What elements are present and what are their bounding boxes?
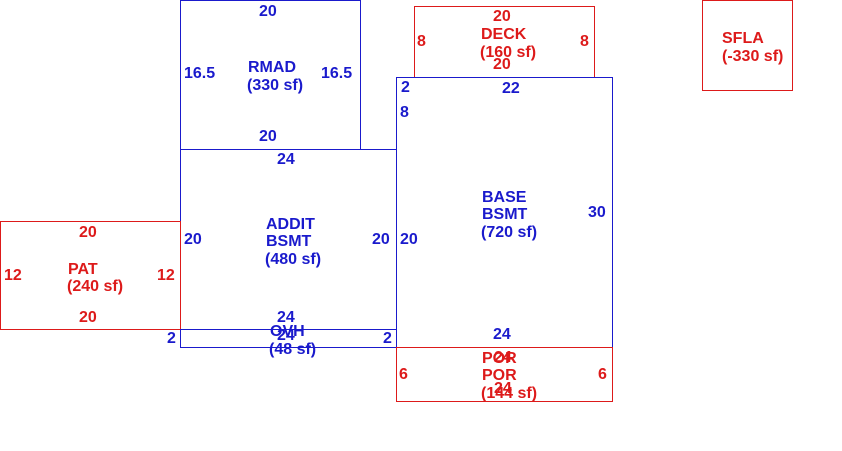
ovh-outline (180, 329, 397, 348)
por-dim-right: 6 (598, 366, 607, 383)
pat-dim-bottom: 20 (79, 309, 97, 326)
por-name-line2: POR (482, 367, 517, 384)
addit-dim-left: 20 (184, 231, 202, 248)
por-name-line1: POR (482, 350, 517, 367)
por-dim-left: 6 (399, 366, 408, 383)
ovh-dim-left: 2 (167, 330, 176, 347)
ovh-area: (48 sf) (269, 341, 317, 358)
rmad-dim-right: 16.5 (321, 65, 353, 82)
sfla-name: SFLA (722, 30, 764, 47)
base-dim-top-left: 2 (401, 79, 410, 96)
por-dim-top: 24 (494, 349, 512, 366)
deck-area: (160 sf) (480, 44, 537, 61)
por-outline (396, 347, 613, 402)
sfla-outline (702, 0, 793, 91)
rmad-area: (330 sf) (247, 77, 304, 94)
deck-dim-left: 8 (417, 33, 426, 50)
ovh-dim-right: 2 (383, 330, 392, 347)
deck-dim-bottom: 20 (493, 56, 511, 73)
base-dim-bottom: 24 (493, 326, 511, 343)
deck-dim-top: 20 (493, 8, 511, 25)
deck-name: DECK (481, 26, 527, 43)
base-area: (720 sf) (481, 224, 538, 241)
base-dim-right: 30 (588, 204, 606, 221)
addit-name-line2: BSMT (266, 233, 312, 250)
base-name-line1: BASE (482, 189, 527, 206)
pat-outline (0, 221, 181, 330)
rmad-dim-top: 20 (259, 3, 277, 20)
ovh-dim-top: 24 (277, 327, 295, 344)
addit-area: (480 sf) (265, 251, 322, 268)
por-area: (144 sf) (481, 385, 538, 402)
rmad-dim-bottom: 20 (259, 128, 277, 145)
por-dim-bottom: 24 (494, 380, 512, 397)
pat-area: (240 sf) (67, 278, 124, 295)
base-dim-left: 20 (400, 231, 418, 248)
deck-dim-right: 8 (580, 33, 589, 50)
sfla-area: (-330 sf) (722, 48, 784, 65)
base-dim-side-left: 8 (400, 104, 409, 121)
ovh-name: OVH (270, 323, 305, 340)
rmad-name: RMAD (248, 59, 296, 76)
base-name-line2: BSMT (482, 206, 528, 223)
addit-dim-bottom: 24 (277, 309, 295, 326)
addit-dim-right: 20 (372, 231, 390, 248)
pat-dim-top: 20 (79, 224, 97, 241)
pat-dim-left: 12 (4, 267, 22, 284)
pat-dim-right: 12 (157, 267, 175, 284)
pat-name: PAT (68, 261, 98, 278)
rmad-dim-left: 16.5 (184, 65, 216, 82)
addit-dim-top: 24 (277, 151, 295, 168)
base-dim-top: 22 (502, 80, 520, 97)
addit-name-line1: ADDIT (266, 216, 315, 233)
